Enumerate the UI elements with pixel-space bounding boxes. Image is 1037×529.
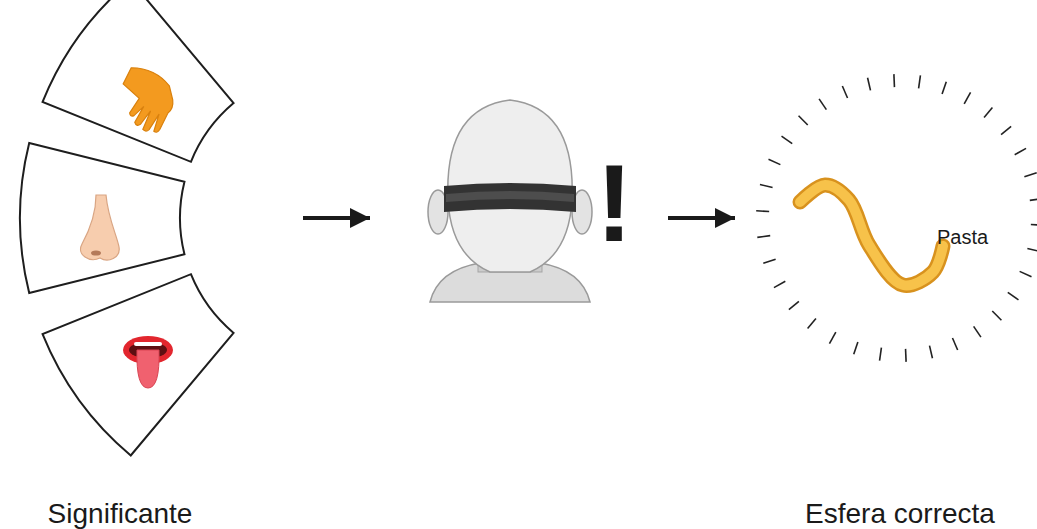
group-heading: Esfera correcta bbox=[805, 500, 995, 528]
blindfold bbox=[444, 183, 576, 212]
burst-tick bbox=[1024, 173, 1036, 177]
burst-tick bbox=[854, 342, 858, 354]
burst-tick bbox=[1027, 248, 1037, 251]
burst-tick bbox=[760, 184, 773, 187]
group-heading: Significante bbox=[48, 500, 193, 528]
item-label: Pasta bbox=[937, 227, 988, 247]
burst-tick bbox=[808, 318, 816, 328]
burst-tick bbox=[893, 74, 895, 87]
burst-tick bbox=[992, 311, 1001, 320]
burst-tick bbox=[984, 108, 992, 118]
burst-tick bbox=[1015, 148, 1026, 154]
burst-tick bbox=[1030, 199, 1037, 201]
burst-tick bbox=[763, 259, 775, 263]
sense-wedge bbox=[43, 0, 234, 162]
nostril bbox=[91, 251, 101, 256]
exclamation-mark: ! bbox=[596, 148, 633, 258]
subject-node: ! bbox=[370, 90, 668, 346]
nose-icon bbox=[81, 195, 120, 260]
senses-group: Significante bbox=[0, 0, 303, 529]
burst-tick bbox=[819, 99, 826, 110]
node-shape bbox=[0, 0, 303, 529]
burst-tick bbox=[868, 78, 871, 91]
burst-tick bbox=[1008, 292, 1019, 299]
sense-wedge bbox=[43, 274, 234, 455]
sense-wedge bbox=[20, 143, 184, 293]
sphere-node: PastaEsfera correcta bbox=[735, 60, 1037, 529]
pasta-outline bbox=[800, 185, 943, 285]
tongue bbox=[137, 350, 159, 388]
burst-tick bbox=[880, 348, 882, 361]
nose-shape bbox=[81, 195, 120, 260]
pasta-icon bbox=[800, 185, 943, 285]
burst-tick bbox=[799, 116, 808, 125]
hand-shape bbox=[111, 64, 182, 137]
mouth-icon bbox=[123, 336, 173, 388]
teeth bbox=[134, 342, 162, 346]
burst-tick bbox=[974, 326, 981, 337]
burst-tick bbox=[789, 301, 799, 309]
burst-tick bbox=[768, 159, 780, 164]
flow-arrow bbox=[303, 216, 370, 220]
burst-tick bbox=[919, 75, 921, 88]
burst-tick bbox=[782, 136, 793, 143]
burst-tick bbox=[774, 281, 785, 287]
flow-arrow bbox=[668, 216, 735, 220]
sphere-burst bbox=[756, 74, 1037, 362]
hand-icon bbox=[111, 64, 182, 137]
burst-tick bbox=[942, 82, 946, 94]
burst-tick bbox=[952, 338, 957, 350]
pasta-strand bbox=[800, 185, 943, 285]
burst-tick bbox=[829, 332, 835, 343]
blindfolded-head bbox=[428, 100, 592, 302]
burst-tick bbox=[905, 349, 907, 362]
burst-tick bbox=[1001, 126, 1011, 134]
burst-tick bbox=[757, 236, 770, 238]
burst-tick bbox=[1020, 271, 1032, 276]
node-shape bbox=[735, 60, 1037, 529]
burst-tick bbox=[930, 346, 933, 359]
burst-tick bbox=[1031, 224, 1037, 226]
burst-tick bbox=[756, 210, 769, 212]
burst-tick bbox=[842, 86, 847, 98]
blindfold-band bbox=[446, 191, 574, 202]
sense-fan bbox=[20, 0, 234, 455]
burst-tick bbox=[964, 92, 970, 103]
